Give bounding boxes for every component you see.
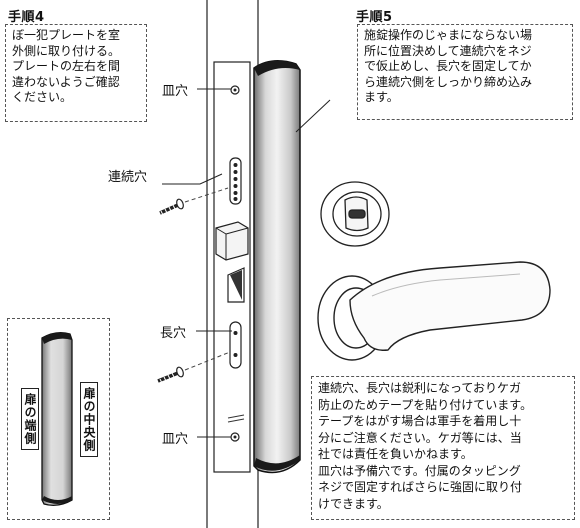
latch-block	[215, 221, 249, 261]
warning-note: 連続穴、長穴は鋭利になっておりケガ 防止のためテープを貼り付けています。 テープ…	[311, 376, 575, 520]
label-long-hole: 長穴	[160, 326, 187, 341]
continuous-holes	[233, 163, 238, 201]
step5-text: 施錠操作のじゃまにならない場 所に位置決めして連続穴をネジ で仮止めし、長穴を固…	[364, 28, 533, 104]
label-continuous-holes: 連続穴	[108, 170, 148, 185]
screw-lower	[157, 351, 231, 384]
thumb-turn	[320, 181, 390, 247]
label-countersunk-top: 皿穴	[162, 84, 189, 99]
inset-label-door-center: 扉の中央側	[80, 382, 98, 457]
step5-title: 手順5	[356, 10, 393, 25]
inset-label-door-edge: 扉の端側	[21, 388, 39, 450]
inset-guard-bar	[41, 332, 73, 506]
step4-note: ぼ一犯プレートを室 外側に取り付ける。 プレートの左右を間 違わないようご確認 …	[5, 24, 147, 122]
step4-text: ぼ一犯プレートを室 外側に取り付ける。 プレートの左右を間 違わないようご確認 …	[12, 28, 121, 104]
lever-handle	[317, 261, 551, 361]
screw-upper	[159, 187, 229, 216]
step5-note: 施錠操作のじゃまにならない場 所に位置決めして連続穴をネジ で仮止めし、長穴を固…	[357, 24, 573, 120]
warning-text: 連続穴、長穴は鋭利になっておりケガ 防止のためテープを貼り付けています。 テープ…	[318, 381, 533, 511]
label-countersunk-bottom: 皿穴	[162, 432, 189, 447]
strike-plate	[213, 61, 251, 473]
guard-bar	[253, 60, 301, 474]
step4-title: 手順4	[8, 10, 45, 25]
long-hole	[229, 321, 242, 369]
inset-box	[7, 318, 110, 520]
